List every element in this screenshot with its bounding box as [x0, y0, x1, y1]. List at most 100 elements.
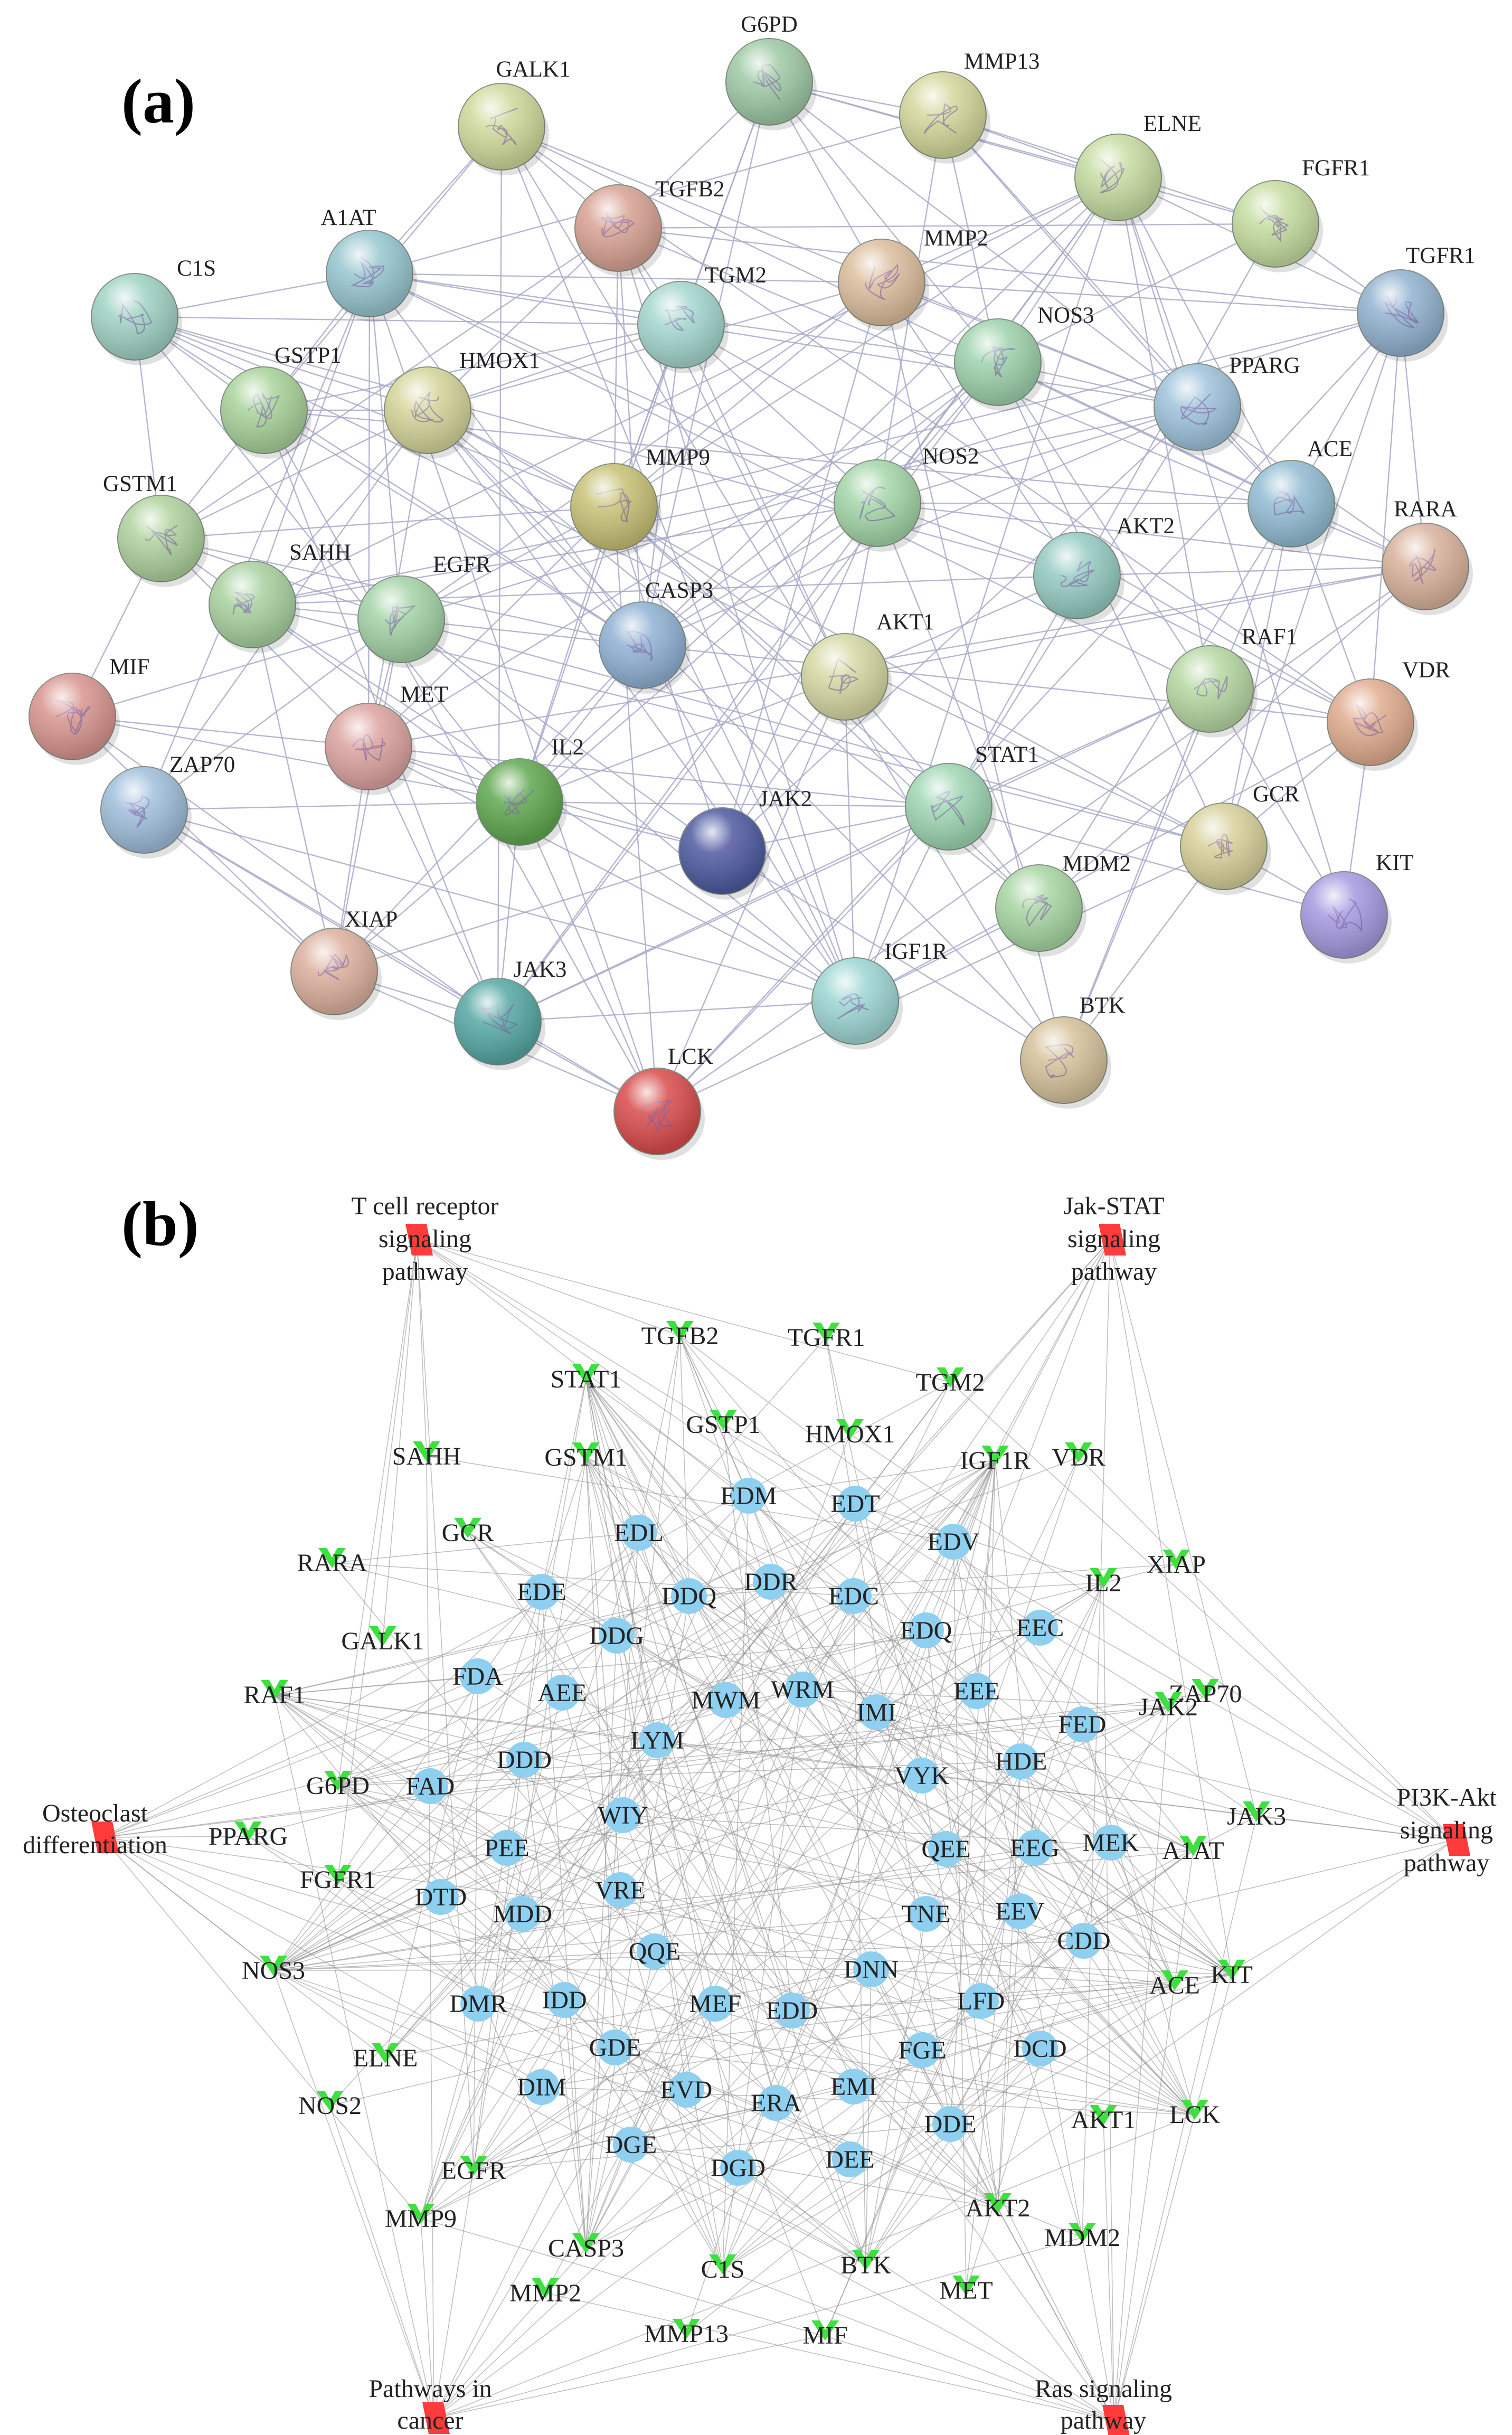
node-tgm2[interactable]: TGM2: [637, 263, 767, 373]
target-node-egfr[interactable]: EGFR: [441, 2156, 506, 2185]
compound-node-edl[interactable]: EDL: [614, 1515, 664, 1551]
compound-node-dmr[interactable]: DMR: [449, 1986, 507, 2022]
target-node-gcr[interactable]: GCR: [442, 1518, 494, 1547]
node-sahh[interactable]: SAHH: [209, 540, 351, 653]
node-akt1[interactable]: AKT1: [801, 610, 934, 725]
compound-node-ede[interactable]: EDE: [517, 1574, 566, 1610]
target-node-rara[interactable]: RARA: [297, 1548, 367, 1577]
compound-node-idd[interactable]: IDD: [542, 1982, 587, 2018]
compound-node-qee[interactable]: QEE: [921, 1831, 971, 1867]
compound-node-emi[interactable]: EMI: [830, 2069, 877, 2104]
compound-node-imi[interactable]: IMI: [857, 1694, 896, 1730]
node-mmp9[interactable]: MMP9: [570, 445, 710, 555]
node-il2[interactable]: IL2: [476, 735, 584, 851]
compound-node-mek[interactable]: MEK: [1083, 1825, 1139, 1861]
target-node-hmox1[interactable]: HMOX1: [805, 1419, 895, 1448]
target-node-mmp2[interactable]: MMP2: [509, 2278, 581, 2307]
compound-node-gde[interactable]: GDE: [589, 2030, 641, 2065]
node-jak3[interactable]: JAK3: [454, 957, 566, 1070]
compound-node-ddd[interactable]: DDD: [497, 1742, 552, 1778]
node-c1s[interactable]: C1S: [91, 256, 216, 365]
target-node-tgm2[interactable]: TGM2: [916, 1367, 985, 1396]
compound-node-lym[interactable]: LYM: [630, 1722, 684, 1758]
compound-node-dcd[interactable]: DCD: [1013, 2031, 1067, 2066]
compound-node-eeg[interactable]: EEG: [1010, 1830, 1060, 1866]
compound-node-dim[interactable]: DIM: [517, 2069, 566, 2105]
node-g6pd[interactable]: G6PD: [725, 12, 817, 130]
node-jak2[interactable]: JAK2: [678, 787, 812, 900]
node-ace[interactable]: ACE: [1248, 437, 1353, 552]
compound-node-mef[interactable]: MEF: [689, 1986, 742, 2022]
target-node-mmp13[interactable]: MMP13: [644, 2319, 729, 2348]
compound-node-fge[interactable]: FGE: [899, 2032, 947, 2068]
compound-node-lfd[interactable]: LFD: [957, 1983, 1005, 2019]
target-node-met[interactable]: MET: [939, 2276, 993, 2305]
target-node-mif[interactable]: MIF: [802, 2320, 848, 2349]
compound-node-ddg[interactable]: DDG: [589, 1618, 644, 1654]
node-gstm1[interactable]: GSTM1: [103, 471, 209, 587]
target-node-zap70[interactable]: ZAP70: [1169, 1679, 1242, 1708]
target-node-a1at[interactable]: A1AT: [1162, 1836, 1224, 1865]
compound-node-cdd[interactable]: CDD: [1057, 1923, 1111, 1959]
target-node-g6pd[interactable]: G6PD: [306, 1771, 370, 1800]
target-node-gstm1[interactable]: GSTM1: [544, 1442, 628, 1471]
compound-node-dge[interactable]: DGE: [605, 2127, 657, 2163]
compound-node-aee[interactable]: AEE: [537, 1675, 587, 1711]
target-node-sahh[interactable]: SAHH: [392, 1441, 461, 1470]
node-mif[interactable]: MIF: [29, 655, 149, 765]
compound-node-dee[interactable]: DEE: [825, 2141, 875, 2177]
compound-node-vre[interactable]: VRE: [595, 1872, 646, 1908]
compound-node-edt[interactable]: EDT: [830, 1486, 880, 1522]
node-egfr[interactable]: EGFR: [357, 552, 491, 668]
target-node-il2[interactable]: IL2: [1085, 1568, 1122, 1597]
target-node-fgfr1[interactable]: FGFR1: [300, 1865, 376, 1894]
node-gcr[interactable]: GCR: [1180, 782, 1300, 895]
target-node-tgfr1[interactable]: TGFR1: [788, 1323, 865, 1352]
compound-node-edq[interactable]: EDQ: [900, 1612, 952, 1648]
node-galk1[interactable]: GALK1: [458, 57, 570, 175]
target-node-mdm2[interactable]: MDM2: [1044, 2223, 1120, 2252]
node-mdm2[interactable]: MDM2: [995, 852, 1131, 957]
node-btk[interactable]: BTK: [1020, 993, 1125, 1109]
target-node-mmp9[interactable]: MMP9: [385, 2204, 457, 2233]
compound-node-evd[interactable]: EVD: [660, 2072, 713, 2108]
compound-node-edv[interactable]: EDV: [928, 1524, 980, 1560]
target-node-igf1r[interactable]: IGF1R: [960, 1446, 1031, 1475]
target-node-galk1[interactable]: GALK1: [341, 1626, 424, 1655]
compound-node-era[interactable]: ERA: [751, 2085, 801, 2121]
node-rara[interactable]: RARA: [1382, 497, 1473, 615]
target-node-jak2[interactable]: JAK2: [1139, 1692, 1198, 1721]
target-node-stat1[interactable]: STAT1: [551, 1364, 622, 1393]
node-mmp13[interactable]: MMP13: [899, 49, 1040, 164]
node-tgfr1[interactable]: TGFR1: [1357, 243, 1475, 362]
compound-node-pee[interactable]: PEE: [484, 1830, 530, 1866]
compound-node-wrm[interactable]: WRM: [771, 1672, 834, 1707]
compound-node-mdd[interactable]: MDD: [493, 1896, 552, 1932]
node-raf1[interactable]: RAF1: [1166, 625, 1297, 738]
target-node-vdr[interactable]: VDR: [1052, 1442, 1105, 1471]
node-gstp1[interactable]: GSTP1: [220, 343, 342, 459]
node-kit[interactable]: KIT: [1300, 851, 1414, 964]
compound-node-dtd[interactable]: DTD: [415, 1879, 467, 1915]
compound-node-wiy[interactable]: WIY: [598, 1797, 648, 1833]
target-node-pparg[interactable]: PPARG: [209, 1821, 288, 1851]
node-pparg[interactable]: PPARG: [1154, 353, 1300, 456]
node-mmp2[interactable]: MMP2: [838, 226, 988, 331]
compound-node-dgd[interactable]: DGD: [711, 2150, 766, 2186]
compound-node-vyk[interactable]: VYK: [894, 1758, 949, 1794]
target-node-ace[interactable]: ACE: [1149, 1970, 1200, 1999]
node-hmox1[interactable]: HMOX1: [384, 348, 540, 459]
compound-node-eee[interactable]: EEE: [953, 1673, 1000, 1709]
node-fgfr1[interactable]: FGFR1: [1232, 156, 1370, 272]
node-igf1r[interactable]: IGF1R: [811, 939, 948, 1050]
compound-node-fed[interactable]: FED: [1059, 1706, 1107, 1742]
target-node-elne[interactable]: ELNE: [353, 2043, 418, 2072]
node-a1at[interactable]: A1AT: [320, 205, 417, 322]
target-node-lck[interactable]: LCK: [1169, 2100, 1220, 2129]
